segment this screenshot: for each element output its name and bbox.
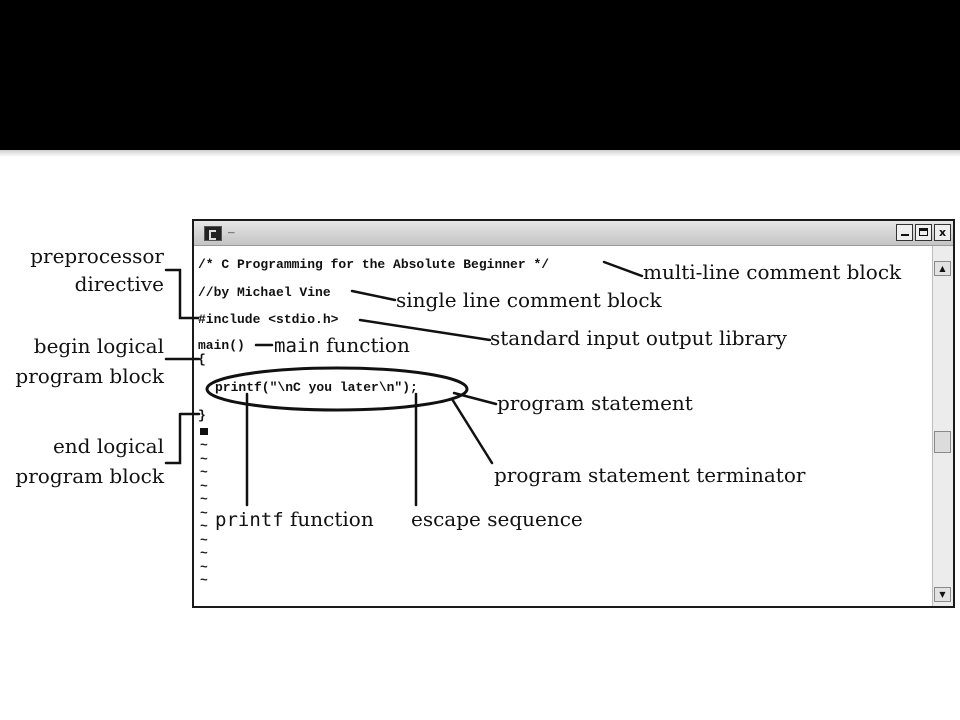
label-preprocessor-line1: preprocessor bbox=[30, 244, 164, 268]
leader-statement-terminator bbox=[450, 397, 494, 465]
scroll-down-button[interactable]: ▼ bbox=[934, 587, 951, 602]
leader-multiline-comment bbox=[602, 260, 644, 278]
label-begin-block-line1: begin logical bbox=[33, 334, 164, 358]
empty-line-tilde: ~ bbox=[200, 559, 208, 575]
empty-line-tilde: ~ bbox=[200, 451, 208, 467]
empty-line-tilde: ~ bbox=[200, 573, 208, 588]
label-main-word: main bbox=[274, 335, 320, 357]
console-app-icon[interactable] bbox=[204, 226, 222, 241]
label-end-block-line1: end logical bbox=[52, 434, 164, 458]
empty-line-tilde: ~ bbox=[200, 546, 208, 561]
label-end-block-line2: program block bbox=[15, 464, 164, 488]
printf-highlight-ellipse bbox=[205, 366, 469, 412]
label-printf-word: printf bbox=[215, 509, 284, 531]
label-stdio-library: standard input output library bbox=[490, 326, 787, 350]
scroll-thumb[interactable] bbox=[934, 431, 951, 453]
maximize-button[interactable] bbox=[915, 224, 932, 241]
arrow-down-icon: ▼ bbox=[939, 590, 946, 599]
banner-divider bbox=[0, 150, 960, 157]
leader-stdio-library bbox=[358, 318, 492, 342]
text-cursor bbox=[200, 428, 208, 435]
label-program-statement: program statement bbox=[497, 391, 693, 415]
code-line-close-brace: } bbox=[198, 408, 206, 423]
label-multiline-comment: multi-line comment block bbox=[643, 260, 902, 284]
minimize-button[interactable] bbox=[896, 224, 913, 241]
close-button[interactable]: x bbox=[934, 224, 951, 241]
empty-line-tilde: ~ bbox=[200, 478, 208, 494]
code-line-include: #include <stdio.h> bbox=[198, 312, 339, 327]
code-line-single-comment: //by Michael Vine bbox=[198, 285, 331, 300]
empty-line-tilde: ~ bbox=[200, 505, 208, 521]
empty-line-tilde: ~ bbox=[200, 465, 208, 480]
label-main-function: main function bbox=[274, 335, 410, 356]
terminal-window: – x ▲ ▼ bbox=[192, 219, 955, 608]
close-icon: x bbox=[938, 226, 947, 239]
window-titlebar: – x bbox=[194, 221, 953, 246]
empty-line-tilde: ~ bbox=[200, 519, 208, 534]
code-line-comment-block: /* C Programming for the Absolute Beginn… bbox=[198, 257, 550, 272]
label-begin-block-line2: program block bbox=[15, 364, 164, 388]
bracket-end-block bbox=[164, 412, 201, 465]
empty-line-tilde: ~ bbox=[200, 438, 208, 453]
bracket-preprocessor bbox=[164, 268, 200, 320]
arrow-up-icon: ▲ bbox=[939, 264, 946, 273]
empty-line-tilde: ~ bbox=[200, 492, 208, 507]
label-printf-function: printf function bbox=[215, 509, 374, 530]
vertical-scrollbar[interactable]: ▲ ▼ bbox=[932, 246, 953, 606]
label-escape-sequence: escape sequence bbox=[411, 507, 583, 531]
label-statement-terminator: program statement terminator bbox=[494, 463, 806, 487]
code-line-printf: printf("\nC you later\n"); bbox=[215, 380, 418, 395]
label-printf-rest: function bbox=[283, 507, 374, 531]
label-main-rest: function bbox=[319, 333, 410, 357]
leader-single-comment bbox=[350, 289, 397, 302]
maximize-icon bbox=[919, 228, 928, 236]
label-single-comment: single line comment block bbox=[396, 288, 662, 312]
minimize-icon bbox=[901, 234, 909, 236]
code-line-main: main() bbox=[198, 338, 245, 353]
code-line-open-brace: { bbox=[198, 352, 206, 367]
top-banner bbox=[0, 0, 960, 150]
window-title: – bbox=[228, 224, 235, 239]
label-preprocessor-line2: directive bbox=[74, 272, 164, 296]
scroll-up-button[interactable]: ▲ bbox=[934, 261, 951, 276]
empty-line-tilde: ~ bbox=[200, 532, 208, 548]
